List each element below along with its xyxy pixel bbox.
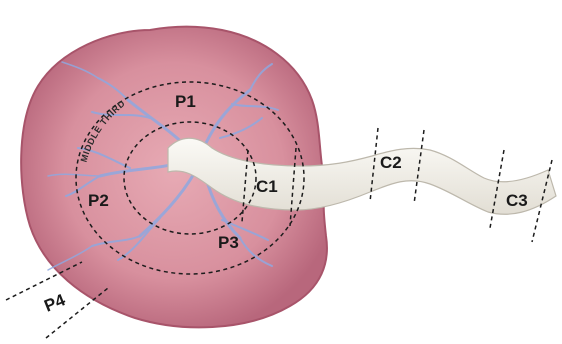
label-p2: P2 — [88, 191, 109, 210]
label-c2: C2 — [380, 153, 402, 172]
label-p3: P3 — [218, 233, 239, 252]
label-p1: P1 — [175, 92, 196, 111]
label-c1: C1 — [256, 177, 278, 196]
label-p4: P4 — [42, 290, 69, 316]
label-c3: C3 — [506, 191, 528, 210]
